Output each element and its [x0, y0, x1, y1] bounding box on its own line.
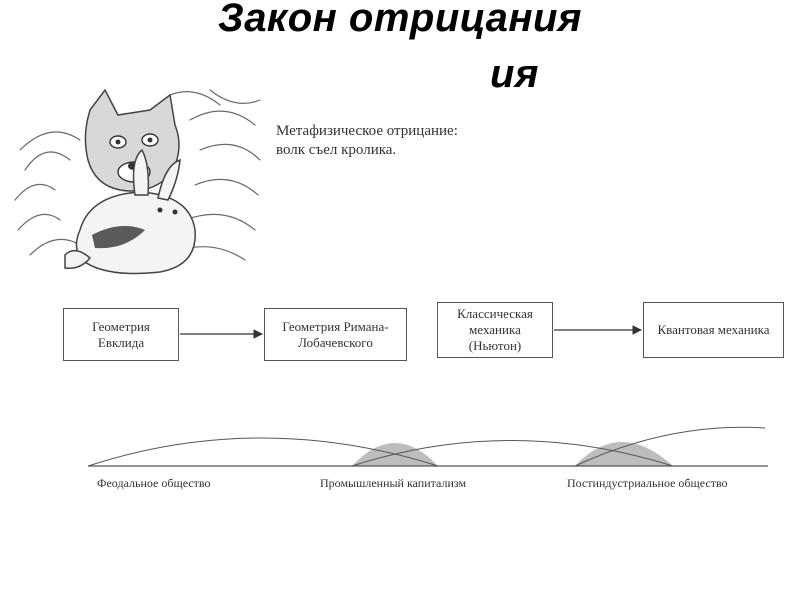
stage-postindustrial: Постиндустриальное общество [567, 476, 728, 490]
overlap-region-2 [575, 442, 673, 466]
box-text-line: Геометрия [92, 318, 150, 334]
caption: Метафизическое отрицание: волк съел крол… [276, 122, 458, 160]
box-text-line: Геометрия Римана- [282, 318, 389, 334]
society-development-timeline [87, 426, 768, 467]
arc-feudal [87, 437, 439, 467]
euclid-geometry-box: Геометрия Евклида [63, 308, 179, 361]
riemann-lobachevsky-geometry-box: Геометрия Римана- Лобачевского [264, 308, 407, 361]
title-occluded-area [250, 52, 490, 98]
caption-line-1: Метафизическое отрицание: [276, 123, 458, 139]
box-text-line: механика [469, 322, 521, 337]
box-text-line: Лобачевского [298, 334, 373, 350]
box-text-line: Евклида [97, 334, 145, 350]
box-text-line: Квантовая механика [657, 322, 770, 337]
page-title: Закон отрицания [217, 0, 582, 40]
stage-industrial-capitalism: Промышленный капитализм [320, 476, 467, 490]
box-text-line: (Ньютон) [468, 338, 522, 353]
arc-postindustrial [574, 426, 766, 467]
box-text-line: Классическая [457, 306, 533, 321]
stage-feudal: Феодальное общество [97, 476, 211, 490]
classical-mechanics-box: Классическая механика (Ньютон) [437, 302, 553, 358]
page-title-second-line: ия [0, 52, 800, 98]
wolf-and-rabbit-illustration [14, 88, 261, 275]
arc-capitalism [351, 440, 674, 467]
title-fragment: ия [490, 52, 539, 96]
quantum-mechanics-box: Квантовая механика [643, 302, 784, 358]
caption-line-2: волк съел кролика. [276, 142, 397, 158]
